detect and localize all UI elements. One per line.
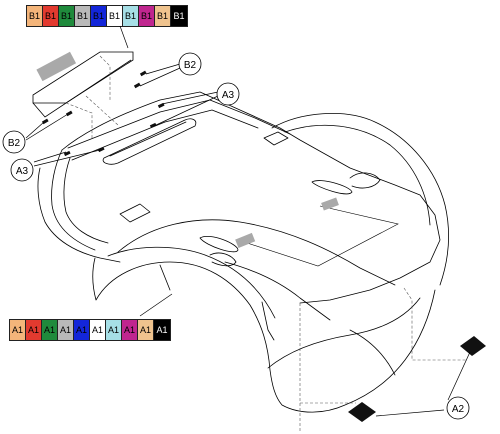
leader-a1 — [139, 293, 173, 317]
mid-oval-slot — [199, 236, 239, 253]
shroud-front-lip — [63, 157, 109, 244]
side-panel-edge — [349, 329, 396, 376]
upper-ridge-2 — [71, 109, 259, 161]
callout-a3-right: A3 — [216, 82, 240, 106]
leader-b1 — [119, 25, 129, 49]
right-notch — [349, 172, 381, 189]
front-rim — [37, 167, 121, 263]
swatch-row-b1: B1 B1 B1 B1 B1 B1 B1 B1 B1 B1 — [26, 5, 188, 27]
leader-a3-right-2 — [153, 95, 219, 127]
callout-a3-right-text: A3 — [222, 90, 235, 101]
shroud-front-edge — [51, 149, 96, 251]
front-fender-skirt — [92, 257, 436, 413]
leader-a3-left — [33, 151, 67, 163]
swatch-a1-10: A1 — [154, 320, 170, 340]
front-fender-inner — [107, 246, 276, 319]
side-boss-1 — [261, 301, 275, 341]
rear-fender — [271, 113, 449, 286]
side-boss-2 — [159, 264, 171, 291]
callout-a3-left-text: A3 — [16, 166, 29, 177]
a3-tab-left-2 — [97, 146, 105, 153]
leader-lines — [25, 25, 471, 417]
callout-b2-right: B2 — [178, 52, 202, 76]
rear-pocket — [263, 131, 289, 146]
leader-b2-left-2 — [25, 113, 69, 141]
swatch-b1-4: B1 — [75, 6, 91, 26]
black-labels — [348, 336, 486, 422]
b2-tab-left-2 — [65, 110, 73, 117]
swatch-b1-8: B1 — [139, 6, 155, 26]
upper-ridge — [67, 99, 291, 149]
right-oval-slot — [311, 180, 353, 195]
swatch-b1-6: B1 — [107, 6, 123, 26]
leader-b2-right-2 — [139, 67, 181, 87]
side-panel-mid — [224, 261, 331, 321]
side-panel-lower — [267, 297, 421, 369]
swatch-b1-2: B1 — [43, 6, 59, 26]
leader-b2-left — [25, 121, 45, 139]
swatch-b1-3: B1 — [59, 6, 75, 26]
rear-fender-inner — [284, 124, 431, 226]
swatch-a1-5: A1 — [74, 320, 90, 340]
label-location-outline — [237, 205, 399, 267]
plate-fold — [32, 59, 132, 118]
callout-b2-left: B2 — [2, 130, 26, 154]
swatch-a1-8: A1 — [122, 320, 138, 340]
swatch-b1-5: B1 — [91, 6, 107, 26]
a2-label-upper — [460, 336, 486, 356]
swatch-b1-10: B1 — [171, 6, 187, 26]
top-slot — [102, 118, 197, 165]
top-slot-inner — [109, 121, 187, 157]
callout-a2-text: A2 — [452, 404, 465, 415]
projection-lines — [65, 55, 466, 432]
leader-a2-upper — [447, 351, 471, 401]
swatch-a1-1: A1 — [10, 320, 26, 340]
leader-a3-left-2 — [33, 149, 101, 167]
a2-label-lower — [348, 402, 376, 422]
tab-markers — [41, 70, 165, 157]
b2-tab-right-2 — [133, 82, 141, 89]
mid-notch — [209, 252, 237, 267]
exploded-plate — [32, 51, 134, 118]
swatch-a1-6: A1 — [90, 320, 106, 340]
gray-labels — [36, 51, 339, 249]
leader-a2-lower — [375, 409, 445, 417]
a3-tab-right-1 — [149, 122, 157, 129]
swatch-row-a1: A1 A1 A1 A1 A1 A1 A1 A1 A1 A1 — [9, 319, 171, 341]
side-panel-upper — [117, 219, 396, 286]
gray-label-mid — [235, 232, 256, 249]
callout-b2-left-text: B2 — [8, 138, 21, 149]
shroud-top-outline — [61, 91, 441, 304]
swatch-a1-2: A1 — [26, 320, 42, 340]
gray-label-plate — [36, 51, 77, 82]
callout-b2-right-text: B2 — [184, 60, 197, 71]
leader-a3-right — [161, 91, 219, 105]
swatch-b1-1: B1 — [27, 6, 43, 26]
leader-b2-right — [145, 63, 181, 75]
swatch-a1-9: A1 — [138, 320, 154, 340]
callout-a2: A2 — [446, 396, 470, 420]
swatch-b1-7: B1 — [123, 6, 139, 26]
b2-tab-right-1 — [139, 70, 147, 77]
a3-tab-left-1 — [63, 150, 71, 157]
swatch-a1-4: A1 — [58, 320, 74, 340]
swatch-a1-3: A1 — [42, 320, 58, 340]
callout-a3-left: A3 — [10, 158, 34, 182]
swatch-a1-7: A1 — [106, 320, 122, 340]
front-pocket — [119, 203, 151, 223]
gray-label-top — [321, 197, 339, 211]
swatch-b1-9: B1 — [155, 6, 171, 26]
